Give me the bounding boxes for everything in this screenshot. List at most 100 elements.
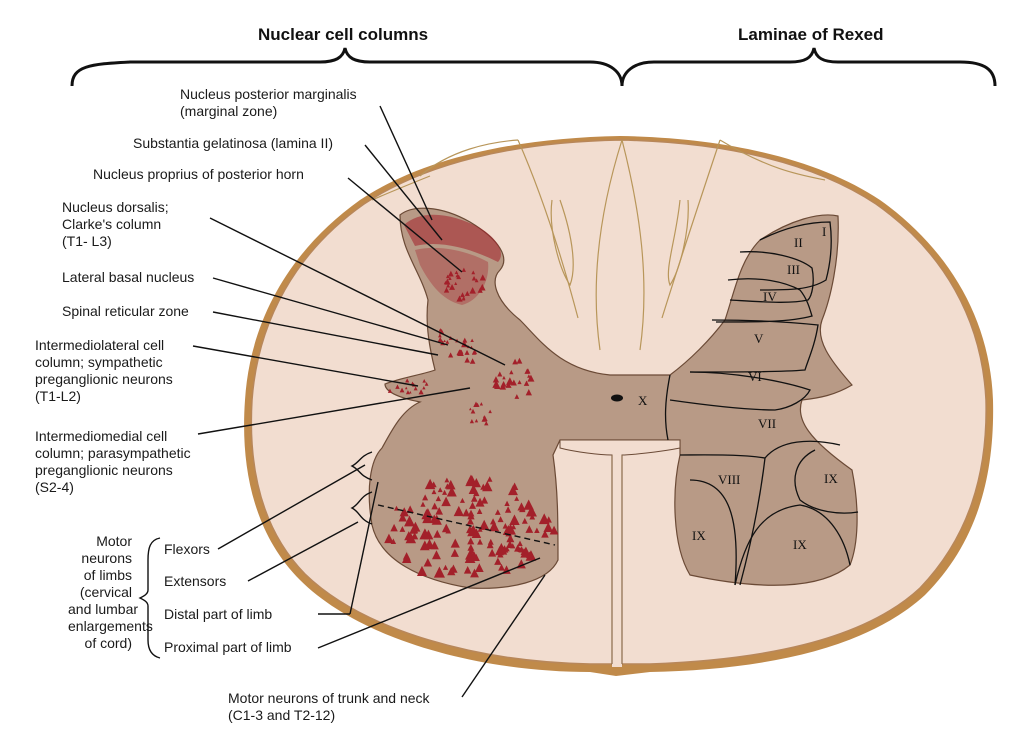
neuron-mark <box>517 379 522 385</box>
neuron-mark <box>464 290 470 296</box>
label-nucleus-proprius: Nucleus proprius of posterior horn <box>93 166 304 182</box>
neuron-mark <box>525 525 534 533</box>
neuron-mark <box>419 540 430 551</box>
neuron-mark <box>475 497 485 507</box>
neuron-mark <box>542 531 548 537</box>
lamina-VIII: VIII <box>718 472 740 487</box>
neuron-mark <box>502 375 506 380</box>
neuron-mark <box>443 339 446 342</box>
neuron-mark <box>467 537 475 545</box>
neuron-mark <box>410 521 421 532</box>
neuron-mark <box>479 402 484 406</box>
neuron-mark <box>398 513 407 522</box>
neuron-mark <box>470 408 476 414</box>
neuron-mark <box>422 528 428 535</box>
neuron-mark <box>486 476 493 482</box>
lamina-IV: IV <box>763 289 777 304</box>
neuron-mark <box>431 502 439 510</box>
neuron-mark <box>423 558 433 567</box>
neuron-mark <box>492 376 500 383</box>
neuron-mark <box>455 273 460 278</box>
neuron-mark <box>438 328 442 332</box>
neuron-mark <box>487 538 494 545</box>
neuron-mark <box>509 369 514 375</box>
neuron-mark <box>525 368 531 374</box>
neuron-mark <box>499 383 507 390</box>
neuron-mark <box>466 474 476 485</box>
neuron-mark <box>409 390 412 394</box>
lamina-I: I <box>822 224 826 239</box>
label-substantia-gelatinosa: Substantia gelatinosa (lamina II) <box>133 135 333 151</box>
neuron-mark <box>517 540 523 547</box>
neuron-mark <box>430 481 437 488</box>
neuron-mark <box>469 358 476 364</box>
ventral-fissure-slit <box>612 455 622 667</box>
neuron-mark <box>517 502 526 511</box>
neuron-mark <box>404 531 414 541</box>
label-trunk-neck: Motor neurons of trunk and neck(C1-3 and… <box>228 690 430 723</box>
neuron-mark <box>446 283 451 288</box>
neuron-mark <box>399 507 409 517</box>
neuron-mark <box>479 519 490 530</box>
neuron-mark <box>445 527 452 534</box>
neuron-mark <box>488 409 492 414</box>
neuron-mark <box>453 505 464 517</box>
lamina-III: III <box>787 262 800 277</box>
neuron-mark <box>443 287 450 293</box>
neuron-mark <box>431 550 441 560</box>
neuron-mark <box>404 515 415 527</box>
neuron-mark <box>425 514 432 521</box>
dorsal-column-lines <box>371 139 826 351</box>
neuron-clusters <box>384 267 559 578</box>
label-distal-limb: Distal part of limb <box>164 606 273 622</box>
neuron-mark <box>411 532 419 540</box>
neuron-mark <box>474 418 479 423</box>
neuron-mark <box>525 389 532 396</box>
neuron-mark <box>466 517 474 525</box>
dorsal-septum <box>550 199 689 287</box>
neuron-mark <box>482 480 493 492</box>
lamina-IX-b: IX <box>692 528 706 543</box>
neuron-mark <box>461 267 466 272</box>
neuron-mark <box>464 357 470 363</box>
neuron-mark <box>390 523 398 532</box>
neuron-mark <box>450 548 459 557</box>
neuron-mark <box>418 389 424 395</box>
neuron-mark <box>500 545 509 553</box>
neuron-mark <box>431 514 442 525</box>
neuron-mark <box>424 381 429 386</box>
neuron-mark <box>433 566 445 578</box>
neuron-mark <box>476 508 483 514</box>
label-spinal-reticular: Spinal reticular zone <box>62 303 189 319</box>
neuron-mark <box>525 505 537 517</box>
neuron-mark <box>527 374 531 378</box>
neuron-mark <box>449 283 456 290</box>
neuron-mark <box>405 390 410 395</box>
neuron-mark <box>444 278 451 285</box>
neuron-mark <box>509 514 520 525</box>
neuron-mark <box>502 523 509 529</box>
neuron-mark <box>435 495 442 502</box>
neuron-mark <box>521 517 528 524</box>
neuron-mark <box>512 358 518 365</box>
neuron-mark <box>494 382 501 389</box>
neuron-mark <box>543 522 554 533</box>
neuron-mark <box>430 540 439 550</box>
neuron-mark <box>498 563 505 571</box>
neuron-mark <box>469 419 474 424</box>
neuron-mark <box>462 508 471 517</box>
neuron-mark <box>456 295 463 302</box>
neuron-mark <box>470 568 479 578</box>
bracket-nuclear-columns <box>70 47 624 87</box>
neuron-mark <box>469 407 472 411</box>
neuron-mark <box>447 270 454 277</box>
neuron-mark <box>549 525 559 535</box>
neuron-mark <box>402 552 411 560</box>
neuron-mark <box>416 565 427 576</box>
neuron-mark <box>478 283 486 291</box>
neuron-mark <box>454 270 459 274</box>
neuron-mark <box>399 387 405 393</box>
